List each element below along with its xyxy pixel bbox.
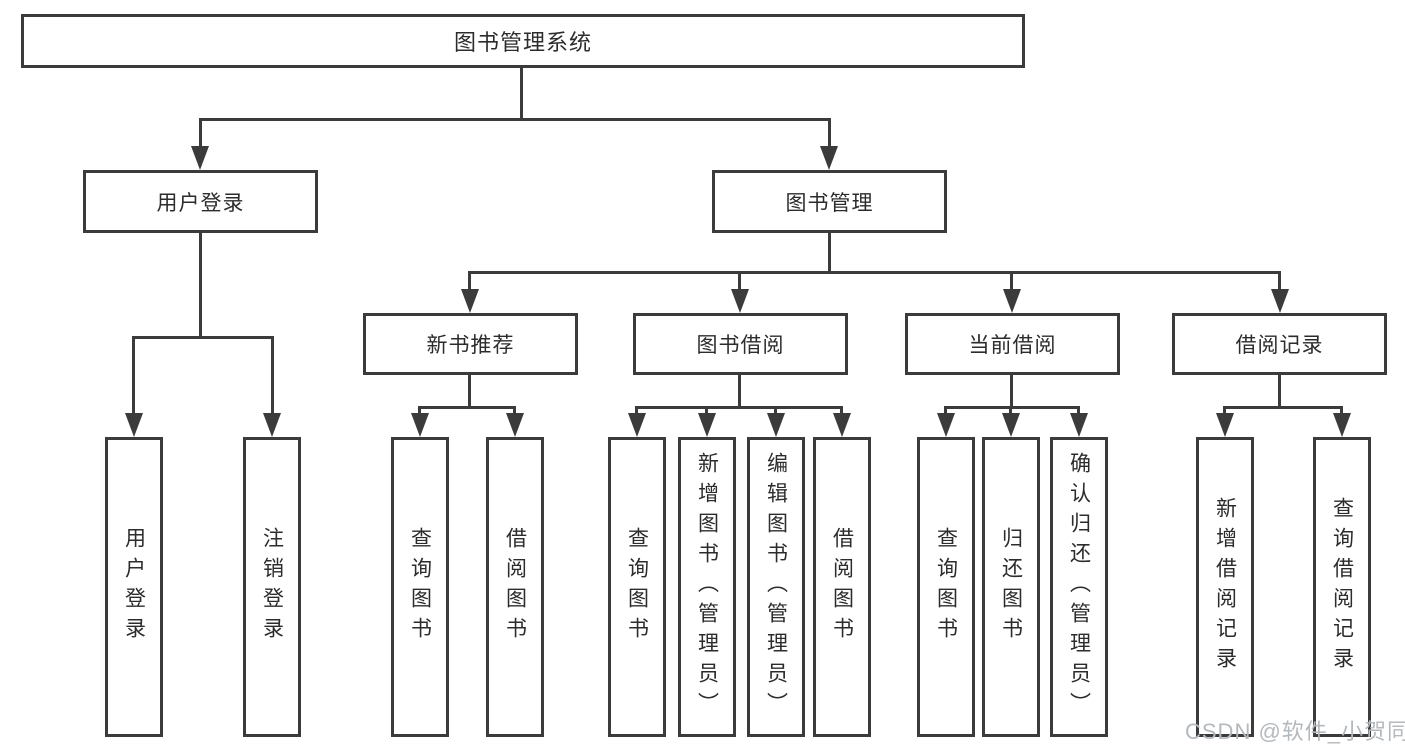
node-root: 图书管理系统 <box>21 14 1025 68</box>
node-user-login: 用户登录 <box>83 170 318 233</box>
connector-line <box>199 118 202 150</box>
connector-line <box>1223 406 1343 409</box>
node-borrow-records: 借阅记录 <box>1172 313 1387 375</box>
connector-line <box>1223 406 1226 418</box>
connector-line <box>513 406 516 418</box>
arrowhead-icon <box>125 413 143 437</box>
connector-line <box>828 118 831 150</box>
leaf-edit-book-admin: 编辑图书（管理员） <box>747 437 805 737</box>
arrowhead-icon <box>937 413 955 437</box>
connector-line <box>468 271 471 293</box>
connector-line <box>271 336 274 416</box>
arrowhead-icon <box>1003 289 1021 313</box>
connector-line <box>944 406 947 418</box>
arrowhead-icon <box>411 413 429 437</box>
watermark: CSDN @软件_小贺同学 <box>1185 719 1405 744</box>
leaf-borrow-book-recommend: 借阅图书 <box>486 437 544 737</box>
arrowhead-icon <box>191 146 209 170</box>
connector-line <box>1010 375 1013 408</box>
arrowhead-icon <box>263 413 281 437</box>
connector-line <box>199 233 202 337</box>
arrowhead-icon <box>1070 413 1088 437</box>
node-book-borrow: 图书借阅 <box>633 313 848 375</box>
arrowhead-icon <box>628 413 646 437</box>
leaf-query-borrow-record: 查询借阅记录 <box>1313 437 1371 737</box>
leaf-query-book-recommend: 查询图书 <box>391 437 449 737</box>
connector-line <box>738 375 741 408</box>
connector-line <box>705 406 708 418</box>
arrowhead-icon <box>1271 289 1289 313</box>
connector-line <box>468 271 1281 274</box>
leaf-user-login: 用户登录 <box>105 437 163 737</box>
leaf-logout: 注销登录 <box>243 437 301 737</box>
arrowhead-icon <box>767 413 785 437</box>
leaf-borrow-book: 借阅图书 <box>813 437 871 737</box>
arrowhead-icon <box>506 413 524 437</box>
connector-line <box>1009 406 1012 418</box>
arrowhead-icon <box>1333 413 1351 437</box>
node-book-management: 图书管理 <box>712 170 947 233</box>
arrowhead-icon <box>698 413 716 437</box>
leaf-return-book: 归还图书 <box>982 437 1040 737</box>
connector-line <box>132 336 135 416</box>
connector-line <box>944 406 1080 409</box>
leaf-add-book-admin: 新增图书（管理员） <box>678 437 736 737</box>
connector-line <box>828 233 831 273</box>
connector-line <box>1077 406 1080 418</box>
leaf-query-book-current: 查询图书 <box>917 437 975 737</box>
connector-line <box>840 406 843 418</box>
connector-line <box>1278 271 1281 293</box>
leaf-confirm-return-admin: 确认归还（管理员） <box>1050 437 1108 737</box>
node-current-borrow: 当前借阅 <box>905 313 1120 375</box>
connector-line <box>1010 271 1013 293</box>
arrowhead-icon <box>833 413 851 437</box>
connector-line <box>1340 406 1343 418</box>
connector-line <box>418 406 421 418</box>
arrowhead-icon <box>461 289 479 313</box>
leaf-add-borrow-record: 新增借阅记录 <box>1196 437 1254 737</box>
connector-line <box>1278 375 1281 408</box>
arrowhead-icon <box>1216 413 1234 437</box>
arrowhead-icon <box>731 289 749 313</box>
connector-line <box>774 406 777 418</box>
node-new-book-recommend: 新书推荐 <box>363 313 578 375</box>
connector-line <box>520 68 523 118</box>
connector-line <box>468 375 471 408</box>
connector-line <box>738 271 741 293</box>
connector-line <box>199 118 831 121</box>
connector-line <box>418 406 516 409</box>
arrowhead-icon <box>820 146 838 170</box>
arrowhead-icon <box>1002 413 1020 437</box>
connector-line <box>635 406 843 409</box>
connector-line <box>635 406 638 418</box>
leaf-query-book-borrow: 查询图书 <box>608 437 666 737</box>
connector-line <box>132 336 274 339</box>
